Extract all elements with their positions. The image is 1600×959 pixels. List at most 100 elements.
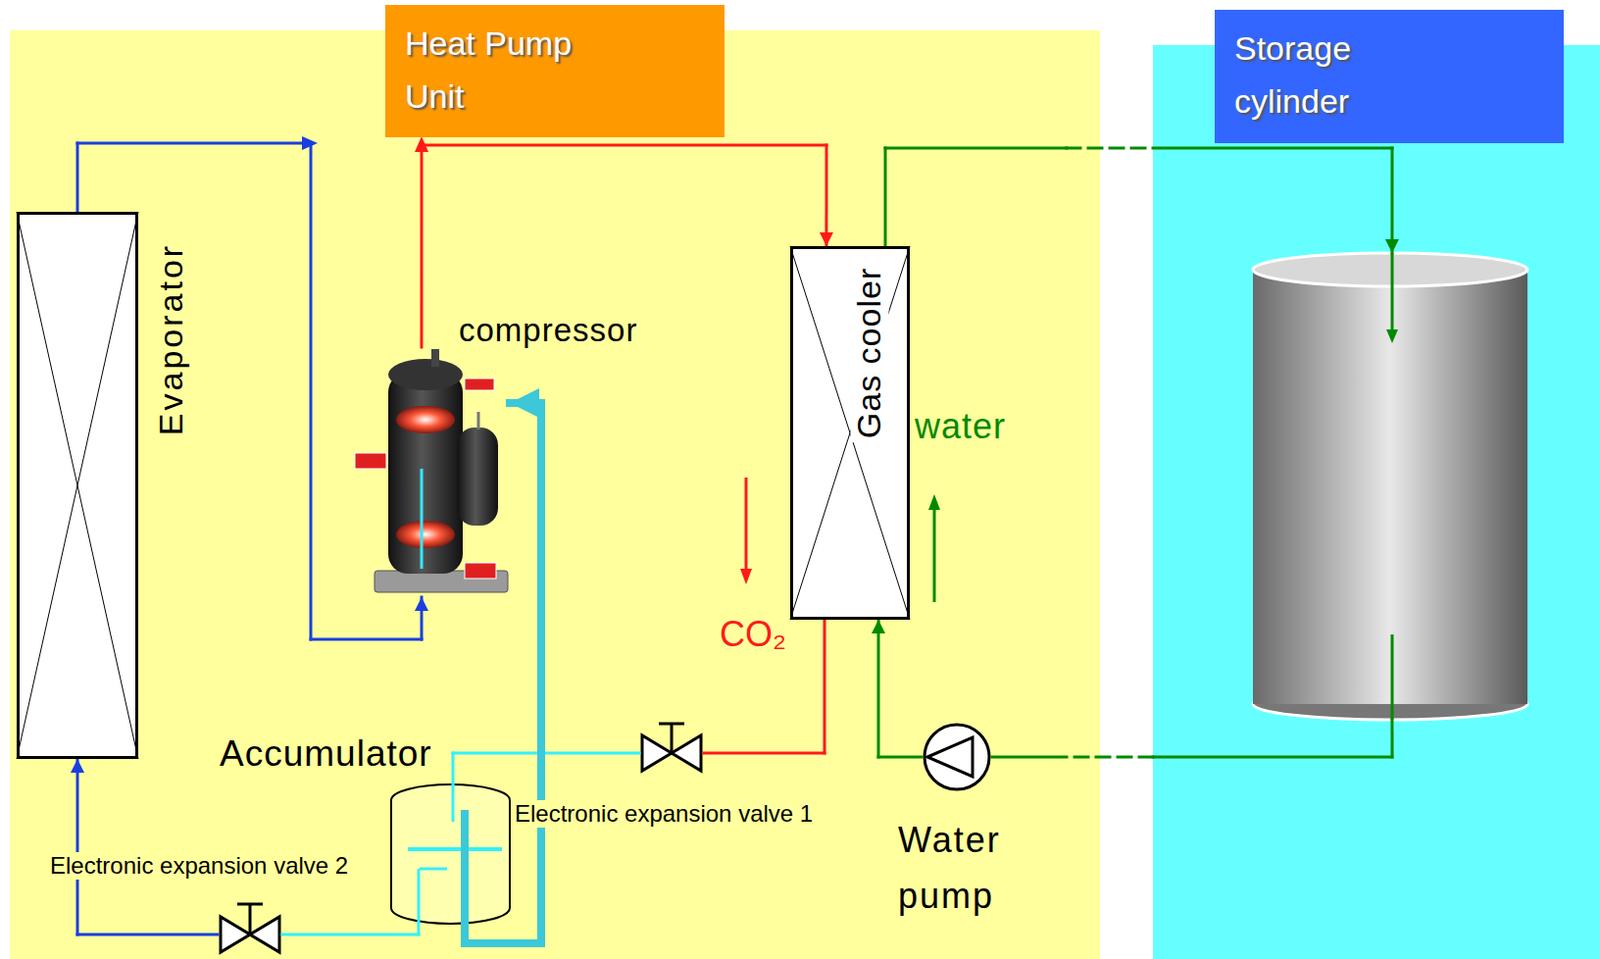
compressor-motor-glow — [396, 520, 455, 549]
accumulator-shell — [391, 784, 510, 924]
gas-cooler-cross — [790, 246, 910, 620]
valve-triangle — [642, 735, 672, 771]
pipe-segment — [310, 638, 422, 642]
heading-box: Storage cylinder — [1214, 9, 1564, 144]
accumulator-baffle — [407, 847, 502, 851]
pipe-segment — [992, 755, 1067, 759]
pipe-segment — [451, 752, 455, 785]
compressor-suction-tube — [477, 411, 481, 430]
expansion-valve-symbol — [220, 903, 280, 952]
component-label: Water pump — [898, 811, 1046, 924]
valve-triangle — [250, 916, 280, 952]
pipe-connector — [878, 619, 922, 757]
pipe-segment — [77, 142, 311, 146]
pipe-connector — [464, 402, 542, 944]
pipe-segment — [1066, 147, 1153, 150]
pipe-segment — [883, 148, 887, 247]
pump-circle — [924, 724, 990, 790]
co2-flow-arrow — [745, 477, 749, 571]
valve-stem — [670, 723, 674, 753]
valve-triangle — [220, 916, 250, 952]
pipe-segment — [823, 619, 827, 753]
accumulator-outlet — [417, 868, 421, 924]
pipe-connector — [282, 923, 419, 935]
expansion-valve: Electronic expansion valve 2 — [217, 898, 283, 955]
pipe-segment — [877, 619, 881, 757]
gas-cooler-box: Gas cooler — [790, 246, 910, 620]
compressor-illustration — [354, 349, 508, 593]
pipe-connector — [452, 752, 640, 785]
compressor-shell — [388, 372, 463, 574]
pipe-segment — [76, 758, 80, 935]
pipe-segment — [885, 147, 1067, 150]
compressor: compressor — [372, 347, 510, 598]
pipe-segment — [1152, 147, 1393, 150]
pipe-segment — [509, 399, 542, 407]
tank-body-cover — [1252, 269, 1528, 704]
tank-top — [1252, 252, 1528, 287]
pipe-connector — [885, 148, 1393, 253]
pipe-segment — [703, 751, 825, 755]
component-label: Evaporator — [151, 243, 191, 436]
pipe-segment — [464, 939, 542, 948]
water-flow-arrow — [933, 507, 937, 602]
pipe-segment — [878, 755, 922, 759]
component-label: Gas cooler — [850, 263, 889, 443]
compressor-inner-tube — [420, 468, 424, 569]
storage-tank — [1252, 252, 1528, 720]
pipe-segment — [421, 144, 827, 148]
compressor-tag — [464, 378, 495, 391]
tank-inlet-line — [1391, 252, 1395, 332]
compressor-dome — [388, 358, 463, 391]
component-label: compressor — [458, 311, 638, 350]
component-label: Electronic expansion valve 2 — [47, 851, 351, 880]
evaporator-cross — [16, 211, 139, 759]
pipe-segment — [1152, 755, 1393, 759]
pipe-segment — [419, 145, 423, 348]
expansion-valve-symbol — [642, 723, 701, 771]
pipe-segment — [76, 143, 80, 212]
accumulator-illustration — [391, 784, 510, 924]
compressor-tag — [464, 562, 497, 579]
component-label: Accumulator — [219, 733, 433, 776]
accumulator: Accumulator — [391, 784, 510, 924]
heading-text: Storage cylinder — [1234, 21, 1446, 128]
pipe-segment — [537, 402, 546, 944]
heading-box: Heat Pump Unit — [385, 4, 725, 138]
accumulator-inlet — [451, 784, 455, 822]
water-flow-head — [928, 494, 941, 510]
evaporator-cross — [16, 211, 139, 759]
pipe-segment — [824, 145, 828, 247]
pipe-connector — [77, 758, 218, 935]
evaporator-fill — [16, 211, 139, 759]
pipe-segment — [309, 143, 313, 640]
valve-bar — [658, 722, 685, 726]
expansion-valve: Electronic expansion valve 1 — [639, 717, 704, 773]
pipe-segment — [416, 923, 420, 935]
pipe-connector — [77, 143, 422, 640]
pipe-segment — [1390, 148, 1394, 253]
heading-text: Heat Pump Unit — [404, 16, 616, 123]
pipe-segment — [77, 933, 218, 937]
evaporator-box: Evaporator — [16, 211, 139, 759]
compressor-side-can — [456, 427, 499, 526]
fluid-label: water — [914, 405, 1006, 447]
tank-outlet-line — [1391, 634, 1395, 720]
gas-cooler-cross — [790, 246, 910, 620]
heat-pump-unit-region: Evaporator compressor Gas coolerElectronic… — [9, 30, 1100, 959]
heat-pump-region — [9, 30, 1100, 959]
compressor-tag — [354, 452, 387, 469]
pipe-segment — [419, 597, 423, 640]
pipe-segment — [452, 751, 640, 755]
storage-cylinder: Storage cylinder — [1252, 252, 1528, 720]
accumulator-suction-tube — [460, 809, 469, 924]
pump-triangle — [927, 737, 973, 777]
accumulator-baffle — [419, 867, 448, 871]
gas-cooler-fill — [790, 246, 910, 620]
tank-inlet-head — [1386, 329, 1399, 344]
compressor-scroll-glow — [396, 405, 455, 434]
valve-triangle — [671, 735, 701, 771]
tank-body — [1252, 269, 1528, 704]
pipe-segment — [1390, 719, 1394, 757]
